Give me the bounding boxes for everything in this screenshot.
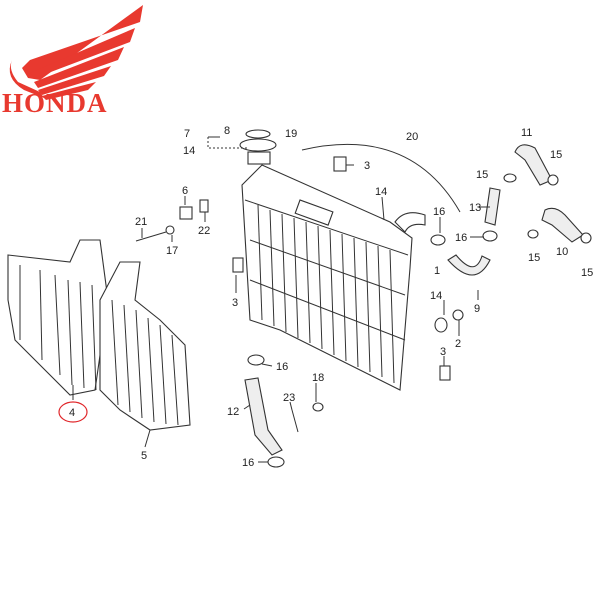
callout-labels: 7 8 14 19 20 11 15 15 3 6 14 13 16 16 21… [69,125,593,469]
callout[interactable]: 6 [182,185,188,197]
callout[interactable]: 17 [166,245,178,257]
callout[interactable]: 3 [364,160,370,172]
hose-9 [447,254,491,276]
radiator-shroud [7,239,191,431]
callout[interactable]: 15 [581,267,593,279]
honda-wordmark: HONDA [2,88,108,118]
callout[interactable]: 14 [430,290,442,302]
callout[interactable]: 5 [141,450,147,462]
callout[interactable]: 21 [135,216,147,228]
callout[interactable]: 15 [476,169,488,181]
callout[interactable]: 15 [528,252,540,264]
callout-highlighted[interactable]: 4 [69,407,75,419]
callout[interactable]: 10 [556,246,568,258]
callout[interactable]: 22 [198,225,210,237]
callout[interactable]: 15 [550,149,562,161]
hose-11 [514,144,553,186]
radiator-cap [239,129,277,165]
callout[interactable]: 16 [276,361,288,373]
radiator-core [241,164,426,391]
callout[interactable]: 14 [375,186,387,198]
callout[interactable]: 23 [283,392,295,404]
callout[interactable]: 3 [440,346,446,358]
callout[interactable]: 2 [455,338,461,350]
callout[interactable]: 11 [521,127,532,139]
callout[interactable]: 18 [312,372,324,384]
hose-12 [244,377,283,456]
callout[interactable]: 19 [285,128,297,140]
callout[interactable]: 1 [434,265,440,277]
honda-wing-logo: HONDA [2,5,143,118]
hoses [244,143,592,468]
callout[interactable]: 8 [224,125,230,137]
callout[interactable]: 16 [455,232,467,244]
hose-10 [541,207,584,243]
callout[interactable]: 12 [227,406,239,418]
callout[interactable]: 9 [474,303,480,315]
callout[interactable]: 13 [469,202,481,214]
leader-lines [72,136,490,463]
callout[interactable]: 20 [406,131,418,143]
callout[interactable]: 16 [242,457,254,469]
callout[interactable]: 16 [433,206,445,218]
callout[interactable]: 14 [183,145,195,157]
callout[interactable]: 7 [184,128,190,140]
highlight-circle-part-4 [58,401,88,423]
fasteners [135,156,451,433]
callout[interactable]: 3 [232,297,238,309]
